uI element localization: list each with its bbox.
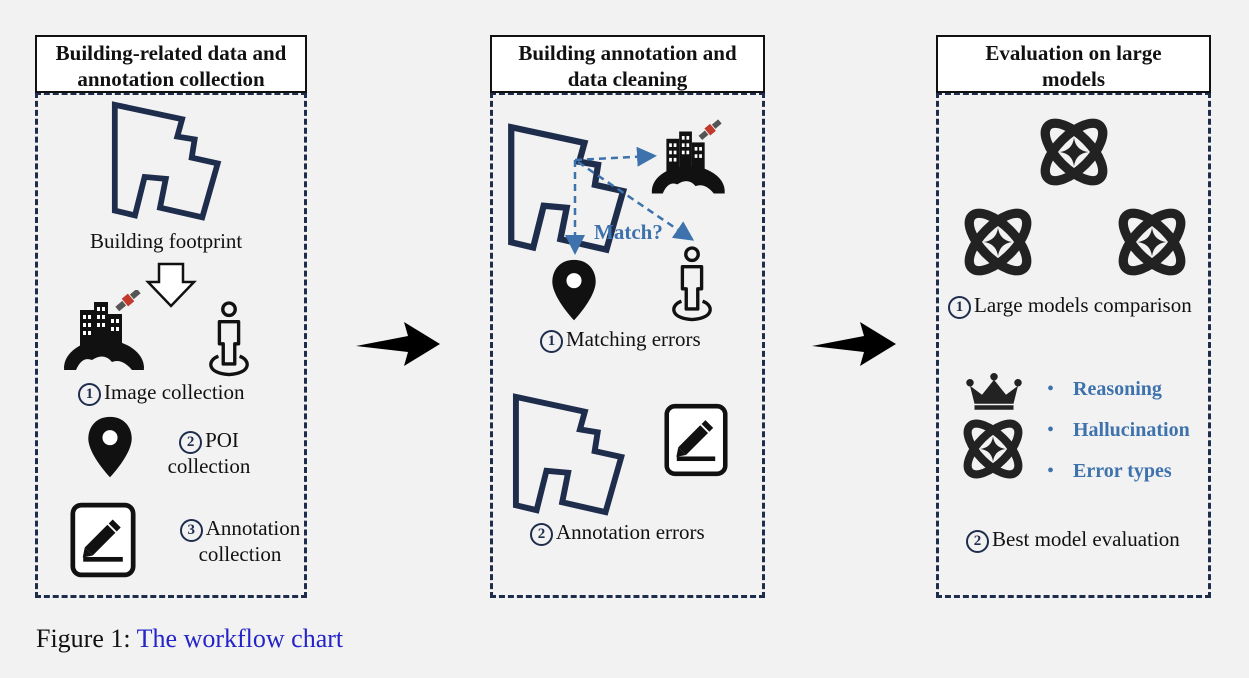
- step-number: 1: [78, 383, 101, 406]
- panel-title-line: Building-related data and: [55, 41, 287, 65]
- panel-cleaning-box: [490, 92, 765, 598]
- panel-title-line: Building annotation and: [518, 41, 737, 65]
- panel-title-line: models: [1042, 67, 1105, 91]
- panel-data-collection-box: [35, 92, 307, 598]
- step-label: Annotation: [205, 516, 301, 540]
- bullet-hallucination: Hallucination: [1073, 419, 1190, 441]
- footprint-label: Building footprint: [90, 229, 243, 253]
- ai-model-icon: [1110, 200, 1194, 284]
- building-footprint-icon: [510, 392, 640, 520]
- person-pin-icon: [668, 245, 716, 323]
- step-label: collection: [198, 542, 282, 566]
- panel-title-line: data cleaning: [567, 67, 688, 91]
- bullet-error-types: Error types: [1073, 460, 1172, 482]
- panel-title-line: Evaluation on large: [985, 41, 1162, 65]
- panel-title-line: annotation collection: [77, 67, 265, 91]
- step-number: 2: [530, 523, 553, 546]
- step-number: 2: [179, 431, 203, 454]
- step-label: Annotation errors: [556, 520, 705, 544]
- panel-evaluation-title: Evaluation on large models: [936, 35, 1211, 93]
- caption-prefix: Figure 1:: [36, 624, 131, 653]
- location-pin-icon: [550, 258, 598, 324]
- edit-document-icon: [664, 403, 728, 477]
- arrow-down-icon: [145, 262, 197, 308]
- bullet-dot: •: [1047, 378, 1055, 400]
- figure-caption: Figure 1: The workflow chart: [36, 624, 343, 654]
- bullet-reasoning: Reasoning: [1073, 378, 1162, 400]
- step-label: Large models comparison: [974, 293, 1192, 317]
- step-number: 1: [948, 296, 971, 319]
- ai-model-icon: [1032, 110, 1116, 194]
- step-number: 2: [966, 530, 989, 553]
- caption-link[interactable]: The workflow chart: [136, 624, 344, 653]
- arrow-right-icon: [356, 322, 440, 366]
- crown-icon: [964, 372, 1024, 410]
- bullet-dot: •: [1047, 460, 1055, 482]
- step-label: POI: [205, 428, 239, 452]
- panel-evaluation-box: [936, 92, 1211, 598]
- step-label: collection: [167, 454, 251, 478]
- panel-data-collection-title: Building-related data and annotation col…: [35, 35, 307, 93]
- ai-model-icon: [956, 408, 1030, 490]
- step-number: 1: [540, 330, 563, 353]
- arrow-right-icon: [812, 322, 896, 366]
- step-label: Best model evaluation: [992, 527, 1180, 551]
- ai-model-icon: [956, 200, 1040, 284]
- match-question-label: Match?: [594, 220, 663, 244]
- step-number: 3: [179, 519, 203, 542]
- panel-cleaning-title: Building annotation and data cleaning: [490, 35, 765, 93]
- bullet-dot: •: [1047, 419, 1055, 441]
- step-label: Image collection: [104, 380, 245, 404]
- step-label: Matching errors: [566, 327, 701, 351]
